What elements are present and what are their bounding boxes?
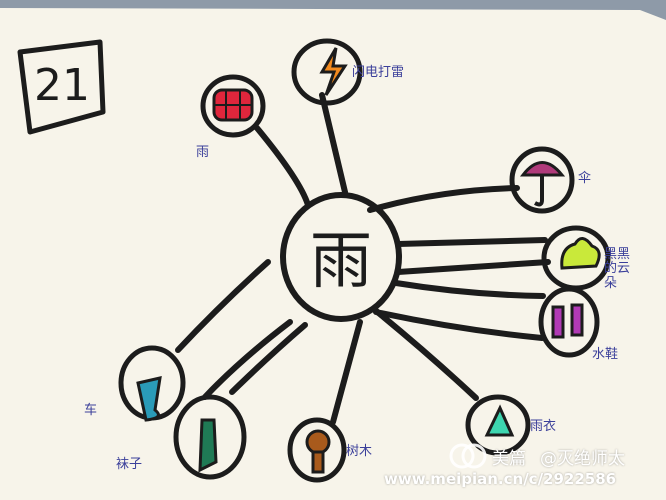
spoke-lightning <box>319 92 348 195</box>
spoke-socks-2 <box>202 319 293 400</box>
center-label: 雨 <box>310 224 372 297</box>
spoke-rain <box>254 125 311 208</box>
label-socks: 袜子 <box>116 457 143 472</box>
spokes <box>175 92 551 425</box>
label-boots: 水鞋 <box>592 347 619 362</box>
node-circles <box>118 38 611 483</box>
label-tree: 树木 <box>346 444 373 459</box>
boots-icon <box>551 303 584 339</box>
watermark-url: www.meipian.cn/c/2922586 <box>384 470 617 488</box>
watermark-brand: 美篇 <box>492 449 526 469</box>
node-rain-circle <box>200 74 266 138</box>
umbrella-icon <box>519 161 566 207</box>
spoke-car <box>175 259 271 353</box>
socks-icon <box>198 418 218 473</box>
label-umbrella: 伞 <box>578 171 592 186</box>
node-boots-circle <box>538 286 600 358</box>
spoke-socks-1 <box>229 322 308 395</box>
node-umbrella-circle <box>509 146 575 214</box>
spoke-raincoat <box>372 307 479 401</box>
spoke-boots-2 <box>373 309 545 341</box>
badge-number: 21 <box>34 60 90 111</box>
spoke-boots-1 <box>393 280 546 299</box>
meipian-logo-icon <box>448 436 488 476</box>
node-lightning-circle <box>291 38 363 106</box>
spoke-cloud-1 <box>395 237 548 247</box>
number-badge: 21 <box>17 39 106 135</box>
label-cloud: 黑黑的云朵 <box>604 247 631 291</box>
center-node: 雨 <box>280 192 402 322</box>
label-lightning: 闪电打雷 <box>352 65 405 80</box>
lightning-icon <box>319 47 348 96</box>
watermark-handle: @灭绝师太 <box>540 449 625 469</box>
spoke-cloud-2 <box>395 259 551 275</box>
label-car: 车 <box>84 403 98 418</box>
spoke-tree <box>330 319 363 425</box>
raincoat-icon <box>484 404 515 437</box>
paper-sheet <box>0 8 666 500</box>
rain-dots-icon <box>212 88 254 122</box>
label-rain: 雨 <box>196 145 210 160</box>
spoke-umbrella <box>367 185 520 213</box>
tree-icon <box>305 429 331 474</box>
node-raincoat-circle <box>465 394 531 456</box>
node-socks-circle <box>173 394 247 480</box>
label-raincoat: 雨衣 <box>530 419 557 434</box>
node-tree-circle <box>287 417 347 483</box>
car-icon <box>136 376 162 422</box>
cloud-icon <box>560 237 601 270</box>
